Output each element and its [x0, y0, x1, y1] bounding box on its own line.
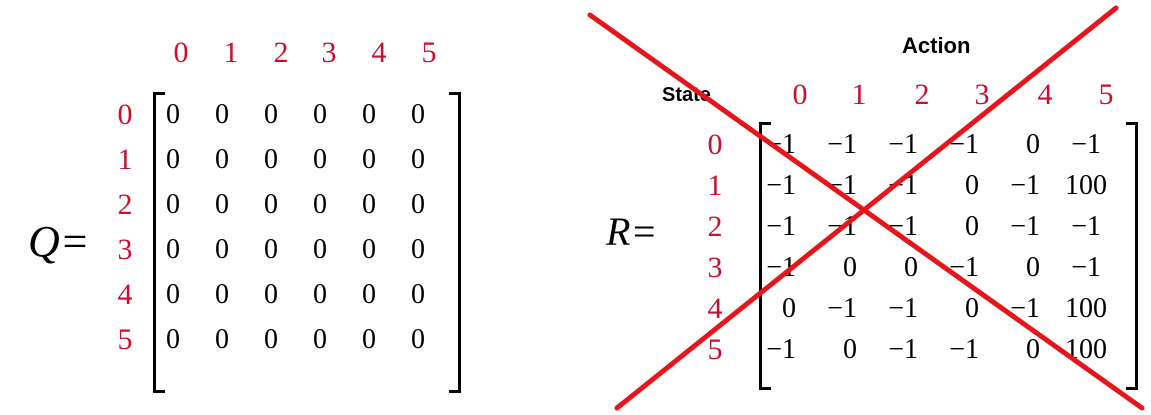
matrix-cell: 0 — [215, 279, 229, 310]
q-row-label: 1 — [117, 143, 133, 176]
q-row-label: 4 — [117, 278, 133, 311]
matrix-cell: −1 — [1071, 211, 1101, 242]
matrix-cell: −1 — [888, 334, 918, 365]
matrix-cell: 0 — [166, 279, 180, 310]
r-col-label: 2 — [914, 78, 930, 111]
r-col-label: 0 — [792, 78, 808, 111]
matrix-cell: 0 — [264, 99, 278, 130]
q-col-label: 0 — [173, 36, 189, 69]
r-left-bracket — [759, 122, 771, 390]
r-row-label: 5 — [707, 333, 723, 366]
matrix-cell: −1 — [766, 334, 796, 365]
matrix-cell: 0 — [904, 252, 918, 283]
q-matrix-label: Q= — [28, 217, 90, 266]
matrix-cell: 0 — [411, 234, 425, 265]
r-col-label: 1 — [851, 78, 867, 111]
q-row-label: 3 — [117, 233, 133, 266]
matrix-cell: 0 — [1026, 252, 1040, 283]
matrix-cell: −1 — [949, 334, 979, 365]
matrix-cell: −1 — [1071, 129, 1101, 160]
r-row-label: 2 — [707, 210, 723, 243]
q-right-bracket — [449, 92, 461, 393]
matrix-cell: 0 — [166, 144, 180, 175]
q-col-label: 2 — [273, 36, 289, 69]
q-row-label: 0 — [117, 98, 133, 131]
matrix-cell: −1 — [766, 170, 796, 201]
matrix-cell: 0 — [362, 279, 376, 310]
matrix-cell: 0 — [782, 293, 796, 324]
matrix-cell: 0 — [166, 99, 180, 130]
r-matrix-label: R= — [606, 209, 658, 254]
matrix-cell: 0 — [264, 234, 278, 265]
r-col-label: 5 — [1098, 78, 1114, 111]
q-col-label: 4 — [371, 36, 387, 69]
q-col-label: 1 — [223, 36, 239, 69]
r-row-label: 3 — [707, 251, 723, 284]
matrix-cell: 0 — [411, 99, 425, 130]
matrix-cell: 0 — [1026, 129, 1040, 160]
matrix-cell: 0 — [1026, 334, 1040, 365]
r-row-label: 4 — [707, 292, 723, 325]
q-left-bracket — [153, 92, 165, 393]
matrix-cell: 0 — [166, 234, 180, 265]
matrix-cell: 0 — [965, 293, 979, 324]
matrix-cell: 0 — [264, 324, 278, 355]
matrix-cell: 0 — [362, 189, 376, 220]
matrix-cell: 0 — [411, 189, 425, 220]
r-col-label: 3 — [974, 78, 990, 111]
matrix-cell: −1 — [766, 211, 796, 242]
r-row-label: 1 — [707, 169, 723, 202]
r-col-label: 4 — [1037, 78, 1053, 111]
matrix-cell: −1 — [827, 129, 857, 160]
matrix-cell: 0 — [215, 324, 229, 355]
q-row-label: 5 — [117, 323, 133, 356]
matrix-cell: 0 — [166, 189, 180, 220]
q-col-label: 3 — [321, 36, 337, 69]
matrix-cell: 0 — [264, 189, 278, 220]
matrix-cell: −1 — [949, 129, 979, 160]
matrix-cell: 0 — [264, 144, 278, 175]
r-right-bracket — [1126, 122, 1138, 390]
matrix-cell: 0 — [166, 324, 180, 355]
matrix-cell: 100 — [1065, 170, 1107, 201]
matrix-cell: 0 — [313, 324, 327, 355]
matrix-cell: −1 — [1010, 211, 1040, 242]
matrix-cell: 0 — [313, 279, 327, 310]
matrix-cell: 0 — [313, 144, 327, 175]
matrix-cell: 0 — [362, 324, 376, 355]
matrix-cell: 0 — [313, 189, 327, 220]
matrix-cell: 0 — [411, 279, 425, 310]
q-col-label: 5 — [421, 36, 437, 69]
matrix-cell: −1 — [827, 293, 857, 324]
matrix-cell: 0 — [843, 334, 857, 365]
matrix-cell: 0 — [264, 279, 278, 310]
q-row-label: 2 — [117, 188, 133, 221]
matrix-cell: −1 — [1010, 170, 1040, 201]
action-header: Action — [902, 33, 971, 58]
matrix-cell: 100 — [1065, 293, 1107, 324]
r-row-label: 0 — [707, 128, 723, 161]
matrix-cell: 0 — [215, 189, 229, 220]
matrix-cell: 0 — [215, 144, 229, 175]
matrix-cell: 0 — [362, 99, 376, 130]
matrix-cell: −1 — [888, 129, 918, 160]
matrix-cell: 0 — [411, 144, 425, 175]
matrix-cell: 0 — [215, 234, 229, 265]
matrix-cell: −1 — [949, 252, 979, 283]
matrix-cell: 0 — [965, 211, 979, 242]
cross-line-2 — [614, 5, 1119, 411]
matrix-cell: 0 — [965, 170, 979, 201]
matrix-cell: 0 — [215, 99, 229, 130]
matrix-cell: 0 — [843, 252, 857, 283]
matrix-cell: 0 — [313, 234, 327, 265]
matrix-cell: −1 — [888, 293, 918, 324]
matrix-cell: 0 — [411, 324, 425, 355]
matrix-cell: 0 — [362, 144, 376, 175]
matrix-cell: −1 — [1071, 252, 1101, 283]
matrix-cell: 0 — [362, 234, 376, 265]
matrix-cell: 0 — [313, 99, 327, 130]
